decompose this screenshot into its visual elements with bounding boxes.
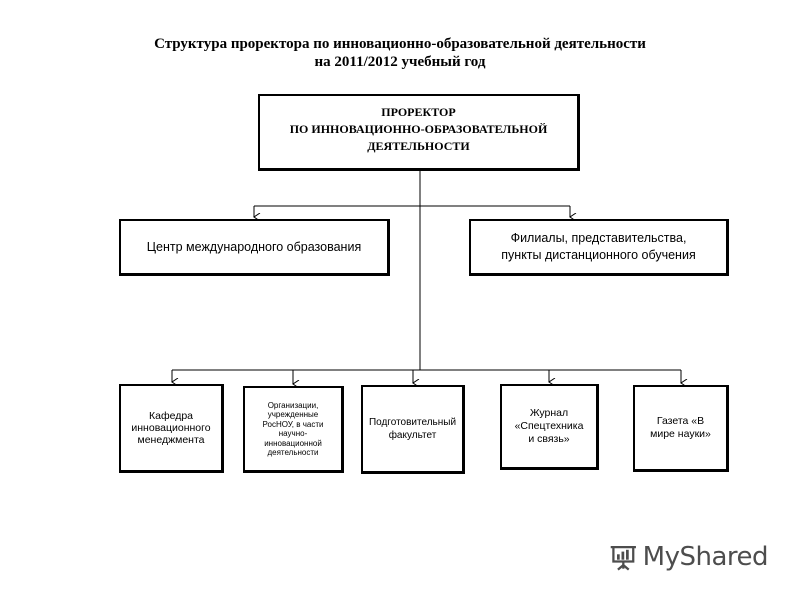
- box-2-line-3: РосНОУ, в части: [262, 419, 324, 429]
- title-line-1: Структура проректора по инновационно-обр…: [154, 36, 646, 52]
- box-4-line-1: Журнал: [529, 407, 569, 419]
- box-3-line-2: факультет: [388, 430, 437, 441]
- prorector-line-3: ДЕЯТЕЛЬНОСТИ: [367, 139, 470, 153]
- diagram-title: Структура проректора по инновационно-обр…: [60, 35, 740, 71]
- box-4-line-2: «Спецтехника: [514, 420, 584, 432]
- box-1-line-3: менеджмента: [137, 434, 205, 446]
- box-5-line-2: мире науки»: [650, 428, 711, 440]
- box-2-line-6: деятельности: [267, 448, 319, 457]
- box-innovation-management-dept: Кафедра инновационного менеджмента: [119, 384, 224, 473]
- box-journal: Журнал «Спецтехника и связь»: [500, 384, 599, 470]
- box-3-line-1: Подготовительный: [368, 417, 457, 428]
- box-prorector: ПРОРЕКТОР ПО ИННОВАЦИОННО-ОБРАЗОВАТЕЛЬНО…: [258, 94, 580, 171]
- prorector-line-2: ПО ИННОВАЦИОННО-ОБРАЗОВАТЕЛЬНОЙ: [289, 122, 548, 136]
- branches-line-2: пункты дистанционного обучения: [501, 248, 696, 262]
- box-1-line-1: Кафедра: [148, 410, 193, 422]
- box-international-education-center: Центр международного образования: [119, 219, 390, 276]
- box-newspaper: Газета «В мире науки»: [633, 385, 729, 472]
- prorector-line-1: ПРОРЕКТОР: [381, 105, 456, 119]
- watermark-logo: MyShared: [608, 537, 769, 577]
- watermark-text: MyShared: [642, 542, 769, 572]
- presentation-board-icon: [610, 545, 636, 571]
- box-4-line-3: и связь»: [528, 433, 570, 445]
- box-organizations: Организации, учрежденные РосНОУ, в части…: [243, 386, 344, 473]
- box-branches: Филиалы, представительства, пункты диста…: [469, 219, 729, 276]
- branches-line-1: Филиалы, представительства,: [510, 231, 687, 245]
- title-line-2: на 2011/2012 учебный год: [314, 54, 486, 70]
- center-label: Центр международного образования: [146, 239, 362, 254]
- box-2-line-1: Организации,: [267, 400, 319, 410]
- box-2-line-4: научно-: [278, 429, 308, 438]
- box-2-line-2: учрежденные: [267, 410, 319, 419]
- box-preparatory-faculty: Подготовительный факультет: [361, 385, 465, 474]
- box-2-line-5: инновационной: [264, 438, 322, 448]
- box-5-line-1: Газета «В: [656, 415, 705, 427]
- box-1-line-2: инновационного: [131, 422, 211, 434]
